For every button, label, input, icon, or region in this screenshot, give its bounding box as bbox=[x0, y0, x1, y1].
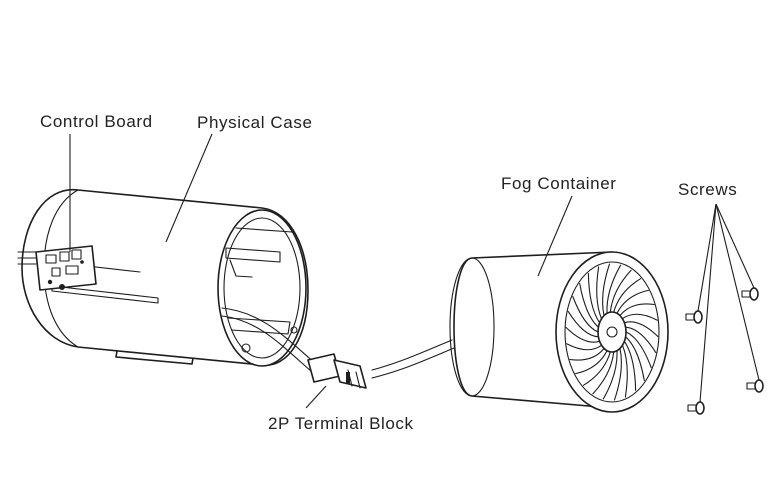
leader-lines bbox=[69, 133, 760, 409]
fan-blade bbox=[616, 289, 649, 314]
wiring bbox=[221, 307, 455, 379]
fan-blade bbox=[619, 303, 655, 317]
fan-blade bbox=[575, 350, 608, 375]
fan-blade bbox=[602, 263, 611, 317]
fan-blade bbox=[567, 310, 599, 338]
leader-screw-3 bbox=[715, 203, 760, 381]
fan-blade bbox=[572, 295, 599, 333]
leader-fog-container bbox=[537, 195, 573, 277]
fog-container bbox=[449, 251, 669, 413]
screw-1 bbox=[741, 287, 759, 301]
fan-blade bbox=[606, 264, 622, 314]
fan-blades bbox=[565, 263, 659, 401]
leader-physical-case bbox=[165, 133, 213, 243]
fan-blade bbox=[623, 340, 637, 391]
control-board bbox=[17, 245, 97, 291]
fan-blade bbox=[613, 347, 622, 401]
fan-blade bbox=[579, 283, 599, 328]
screws bbox=[685, 287, 764, 415]
fan-blade bbox=[569, 347, 605, 361]
fan-blade bbox=[566, 343, 603, 351]
leader-screw-2 bbox=[697, 203, 717, 312]
fan-blade bbox=[621, 313, 658, 321]
control-board-label: Control Board bbox=[40, 112, 153, 131]
fan-blade bbox=[613, 278, 642, 313]
fan-blade bbox=[621, 344, 628, 398]
leader-screw-4 bbox=[699, 203, 717, 403]
terminal-block-label: 2P Terminal Block bbox=[268, 414, 414, 433]
physical-case-label: Physical Case bbox=[197, 113, 313, 132]
fan-blade bbox=[602, 350, 618, 400]
fan-blade bbox=[625, 331, 652, 369]
screw-3 bbox=[746, 379, 764, 393]
leader-screw-1 bbox=[715, 203, 755, 289]
leader-terminal-block bbox=[305, 385, 327, 409]
screw-4 bbox=[687, 401, 705, 415]
fan-blade bbox=[596, 266, 603, 320]
fan-blade bbox=[592, 351, 615, 395]
fan-blade bbox=[587, 273, 601, 324]
fan-blade bbox=[625, 326, 657, 354]
screws-label: Screws bbox=[678, 180, 737, 199]
fog-container-label: Fog Container bbox=[501, 174, 617, 193]
screw-2 bbox=[685, 310, 703, 324]
fan-blade bbox=[609, 269, 632, 313]
fan-blade bbox=[625, 336, 645, 381]
fan-blade bbox=[582, 351, 611, 386]
fan-blade bbox=[565, 326, 601, 343]
fan-blade bbox=[623, 321, 659, 338]
terminal-block bbox=[307, 353, 367, 389]
